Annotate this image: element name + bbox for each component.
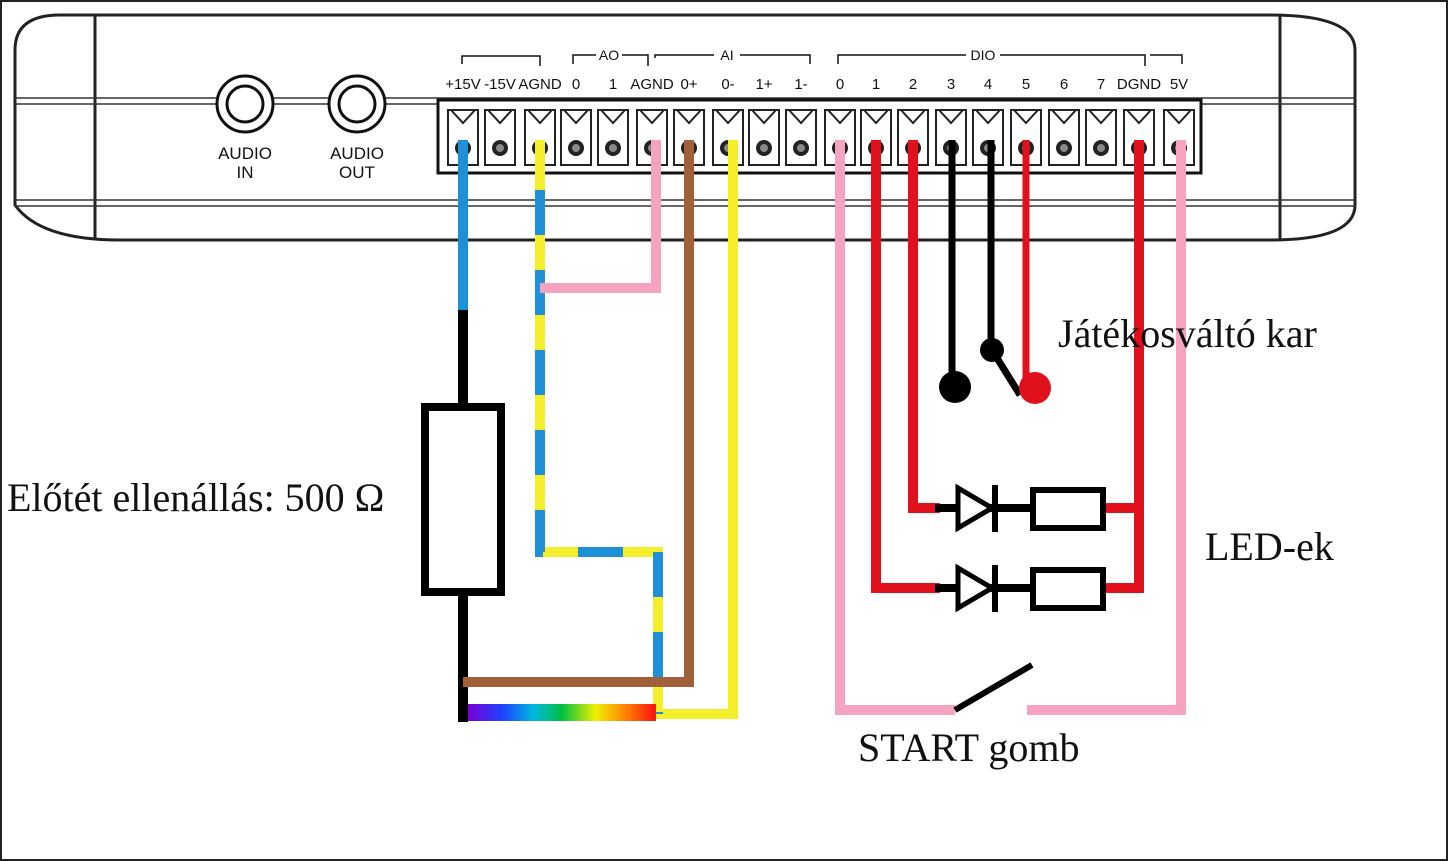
start-switch bbox=[953, 662, 1034, 713]
terminal-16 bbox=[1048, 109, 1080, 166]
pin-label-1: -15V bbox=[484, 76, 516, 93]
pin-label-3: 0 bbox=[572, 76, 580, 93]
audio-out-jack: AUDIO OUT bbox=[327, 74, 387, 182]
terminal-1 bbox=[484, 109, 516, 166]
resistor-symbol bbox=[421, 403, 505, 596]
terminal-3 bbox=[560, 109, 592, 166]
pin-label-18: DGND bbox=[1117, 76, 1161, 93]
terminal-17 bbox=[1085, 109, 1117, 166]
lever-switch bbox=[939, 338, 1051, 404]
pin-label-6: 0+ bbox=[680, 76, 697, 93]
pin-label-8: 1+ bbox=[755, 76, 772, 93]
terminal-9 bbox=[785, 109, 817, 166]
pin-label-5: AGND bbox=[630, 76, 674, 93]
wires bbox=[458, 140, 1186, 722]
pin-label-9: 1- bbox=[794, 76, 807, 93]
ao-group-label: AO bbox=[599, 47, 619, 63]
audio-in-label-2: IN bbox=[237, 163, 254, 182]
pin-label-14: 4 bbox=[984, 76, 992, 93]
start-label: START gomb bbox=[858, 725, 1079, 770]
wire-agnd-dash bbox=[535, 190, 663, 714]
leds-label: LED-ek bbox=[1205, 524, 1334, 569]
wire-ao-agnd bbox=[540, 140, 661, 293]
led-upper bbox=[935, 483, 1106, 533]
pin-label-12: 2 bbox=[909, 76, 917, 93]
audio-in-jack: AUDIO IN bbox=[215, 74, 275, 182]
pin-label-11: 1 bbox=[872, 76, 880, 93]
pin-label-15: 5 bbox=[1022, 76, 1030, 93]
pin-label-13: 3 bbox=[947, 76, 955, 93]
ai-group-label: AI bbox=[720, 47, 733, 63]
lever-label: Játékosváltó kar bbox=[1058, 311, 1317, 356]
resistor-label: Előtét ellenállás: 500 Ω bbox=[7, 475, 384, 520]
pin-label-16: 6 bbox=[1060, 76, 1068, 93]
terminal-19 bbox=[1163, 109, 1195, 166]
pin-label-7: 0- bbox=[721, 76, 734, 93]
wire-5v bbox=[1027, 140, 1186, 715]
pin-label-0: +15V bbox=[445, 76, 480, 93]
wire-dio2 bbox=[908, 140, 940, 513]
pin-label-4: 1 bbox=[609, 76, 617, 93]
terminal-4 bbox=[597, 109, 629, 166]
audio-out-label-2: OUT bbox=[339, 163, 375, 182]
audio-out-label-1: AUDIO bbox=[330, 144, 384, 163]
pin-label-19: 5V bbox=[1170, 76, 1188, 93]
wire-ai-0plus bbox=[463, 140, 694, 687]
wire-dgnd bbox=[1102, 140, 1144, 593]
led-lower bbox=[935, 563, 1106, 613]
wire-dio0 bbox=[835, 140, 955, 715]
pin-label-10: 0 bbox=[836, 76, 844, 93]
dio-group-label: DIO bbox=[971, 47, 996, 63]
pin-label-2: AGND bbox=[518, 76, 562, 93]
group-brackets bbox=[461, 54, 1183, 66]
rainbow-bar bbox=[468, 704, 656, 721]
wire-dio1 bbox=[871, 140, 940, 593]
terminal-8 bbox=[748, 109, 780, 166]
audio-in-label-1: AUDIO bbox=[218, 144, 272, 163]
pin-label-17: 7 bbox=[1097, 76, 1105, 93]
